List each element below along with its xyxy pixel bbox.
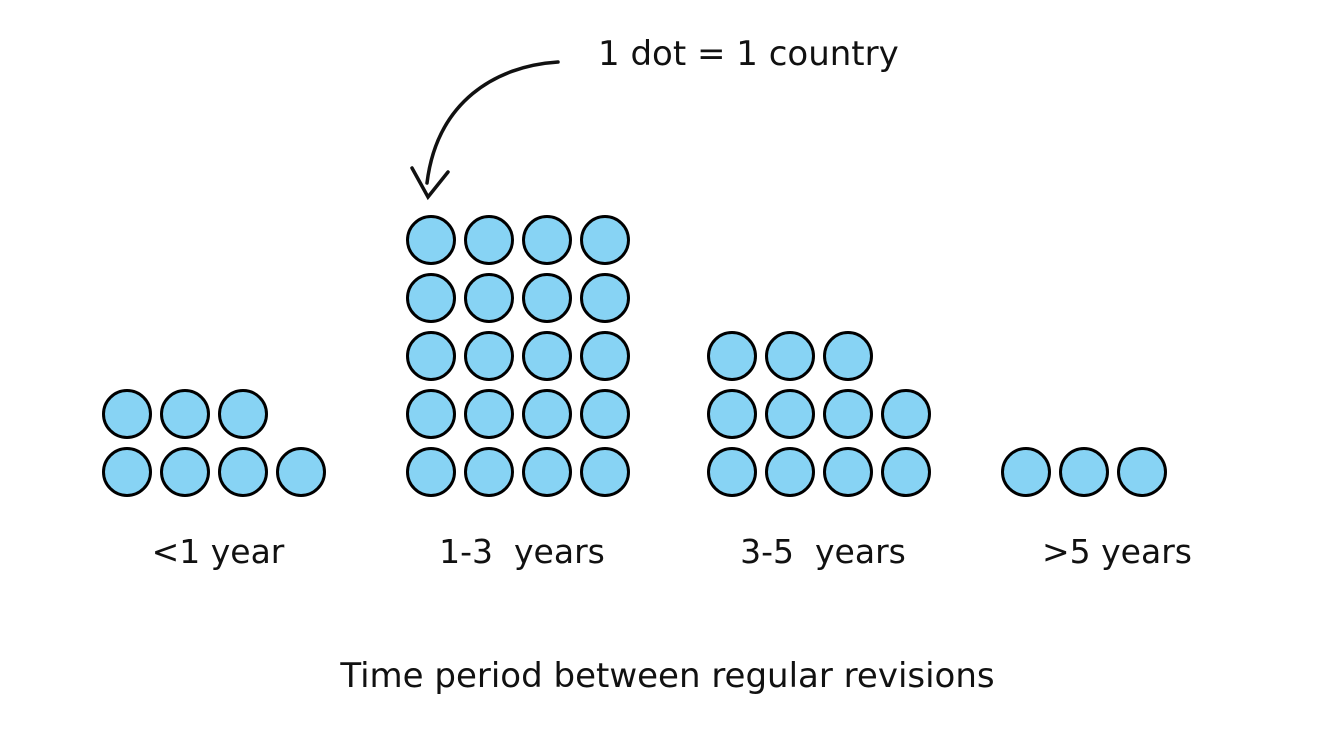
category-label-1: <1 year [151, 532, 285, 571]
dot [102, 389, 152, 439]
dot [406, 215, 456, 265]
dot [464, 331, 514, 381]
dot [765, 331, 815, 381]
dot-row [707, 389, 931, 439]
dot [707, 331, 757, 381]
dot [522, 331, 572, 381]
dot-stack-3 [707, 331, 931, 497]
dot [160, 389, 210, 439]
dot [522, 389, 572, 439]
dot [1117, 447, 1167, 497]
dot [406, 331, 456, 381]
dot [464, 447, 514, 497]
dot [823, 389, 873, 439]
dot [823, 447, 873, 497]
dot-row [102, 447, 326, 497]
dot [765, 389, 815, 439]
legend-note: 1 dot = 1 country [598, 34, 899, 74]
dot [276, 447, 326, 497]
dot [522, 273, 572, 323]
dot-row [102, 389, 268, 439]
dot [881, 447, 931, 497]
dot [102, 447, 152, 497]
dot-stack-2 [406, 215, 630, 497]
dot-row [406, 389, 630, 439]
dot [765, 447, 815, 497]
dot-row [1001, 447, 1167, 497]
dot [580, 331, 630, 381]
dot-row [406, 273, 630, 323]
dot [406, 447, 456, 497]
dot [707, 389, 757, 439]
dot [406, 273, 456, 323]
dot [218, 389, 268, 439]
dot [580, 273, 630, 323]
dot [464, 273, 514, 323]
dot [160, 447, 210, 497]
dot [580, 447, 630, 497]
dot [580, 215, 630, 265]
category-label-4: >5 years [1042, 532, 1192, 571]
dot [464, 389, 514, 439]
dot [580, 389, 630, 439]
dot [707, 447, 757, 497]
dot [218, 447, 268, 497]
dot [1001, 447, 1051, 497]
dot-row [406, 215, 630, 265]
dot-row [406, 447, 630, 497]
dot [881, 389, 931, 439]
category-label-3: 3-5 years [740, 532, 906, 571]
dot [823, 331, 873, 381]
category-label-2: 1-3 years [439, 532, 605, 571]
dot [522, 215, 572, 265]
dot-stack-4 [1001, 447, 1167, 497]
dot [464, 215, 514, 265]
dot-stack-1 [102, 389, 326, 497]
dot-row [707, 331, 873, 381]
dot [1059, 447, 1109, 497]
dot-row [707, 447, 931, 497]
dot [406, 389, 456, 439]
dot [522, 447, 572, 497]
chart-title: Time period between regular revisions [340, 656, 995, 696]
dot-row [406, 331, 630, 381]
